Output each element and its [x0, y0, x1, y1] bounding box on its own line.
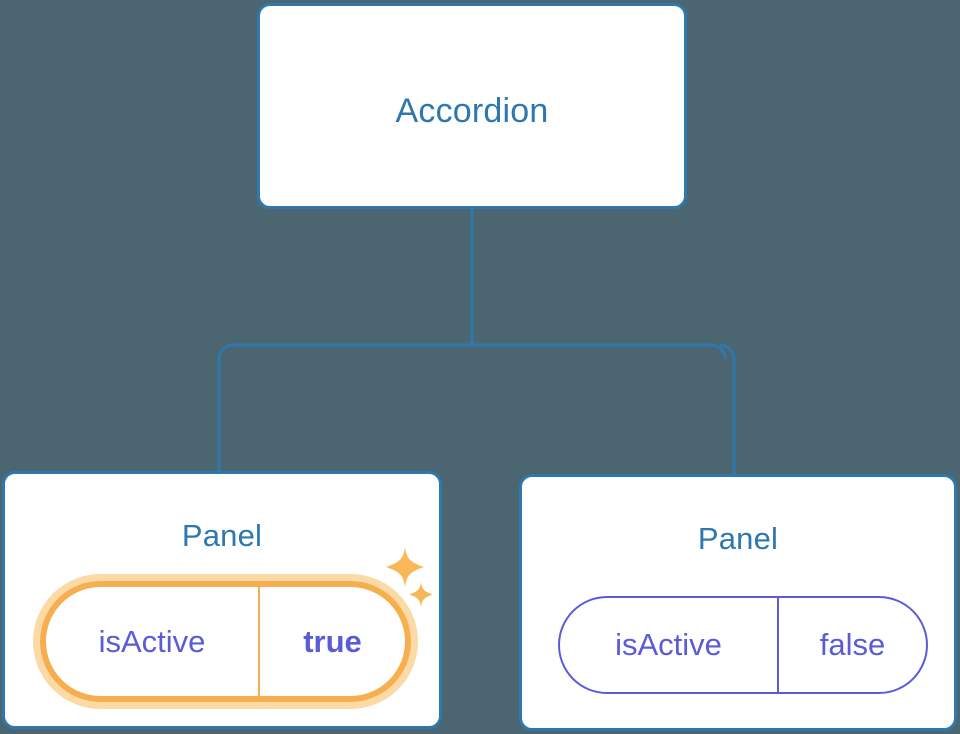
prop-value-true: true [258, 587, 405, 696]
prop-value-false: false [777, 598, 926, 692]
node-accordion[interactable]: Accordion [257, 3, 687, 209]
prop-pill-halo [33, 574, 418, 709]
edge-corner-right-join [719, 343, 736, 360]
prop-key-isactive: isActive [615, 627, 722, 662]
node-panel-active-title: Panel [181, 518, 263, 553]
prop-pill-inactive[interactable]: isActive false [558, 596, 928, 694]
prop-pill-ring: isActive true [40, 581, 411, 702]
edge-corner-left [217, 343, 234, 360]
prop-pill-active[interactable]: isActive true [33, 574, 418, 709]
node-panel-inactive[interactable]: Panel isActive false [519, 474, 957, 731]
prop-key-isactive: isActive [98, 623, 206, 659]
edge-root-to-panels [217, 209, 736, 474]
node-panel-active[interactable]: Panel isActive true [2, 471, 442, 729]
node-accordion-title: Accordion [395, 92, 549, 130]
node-panel-inactive-title: Panel [697, 521, 779, 556]
edge-corner-right [710, 343, 727, 360]
